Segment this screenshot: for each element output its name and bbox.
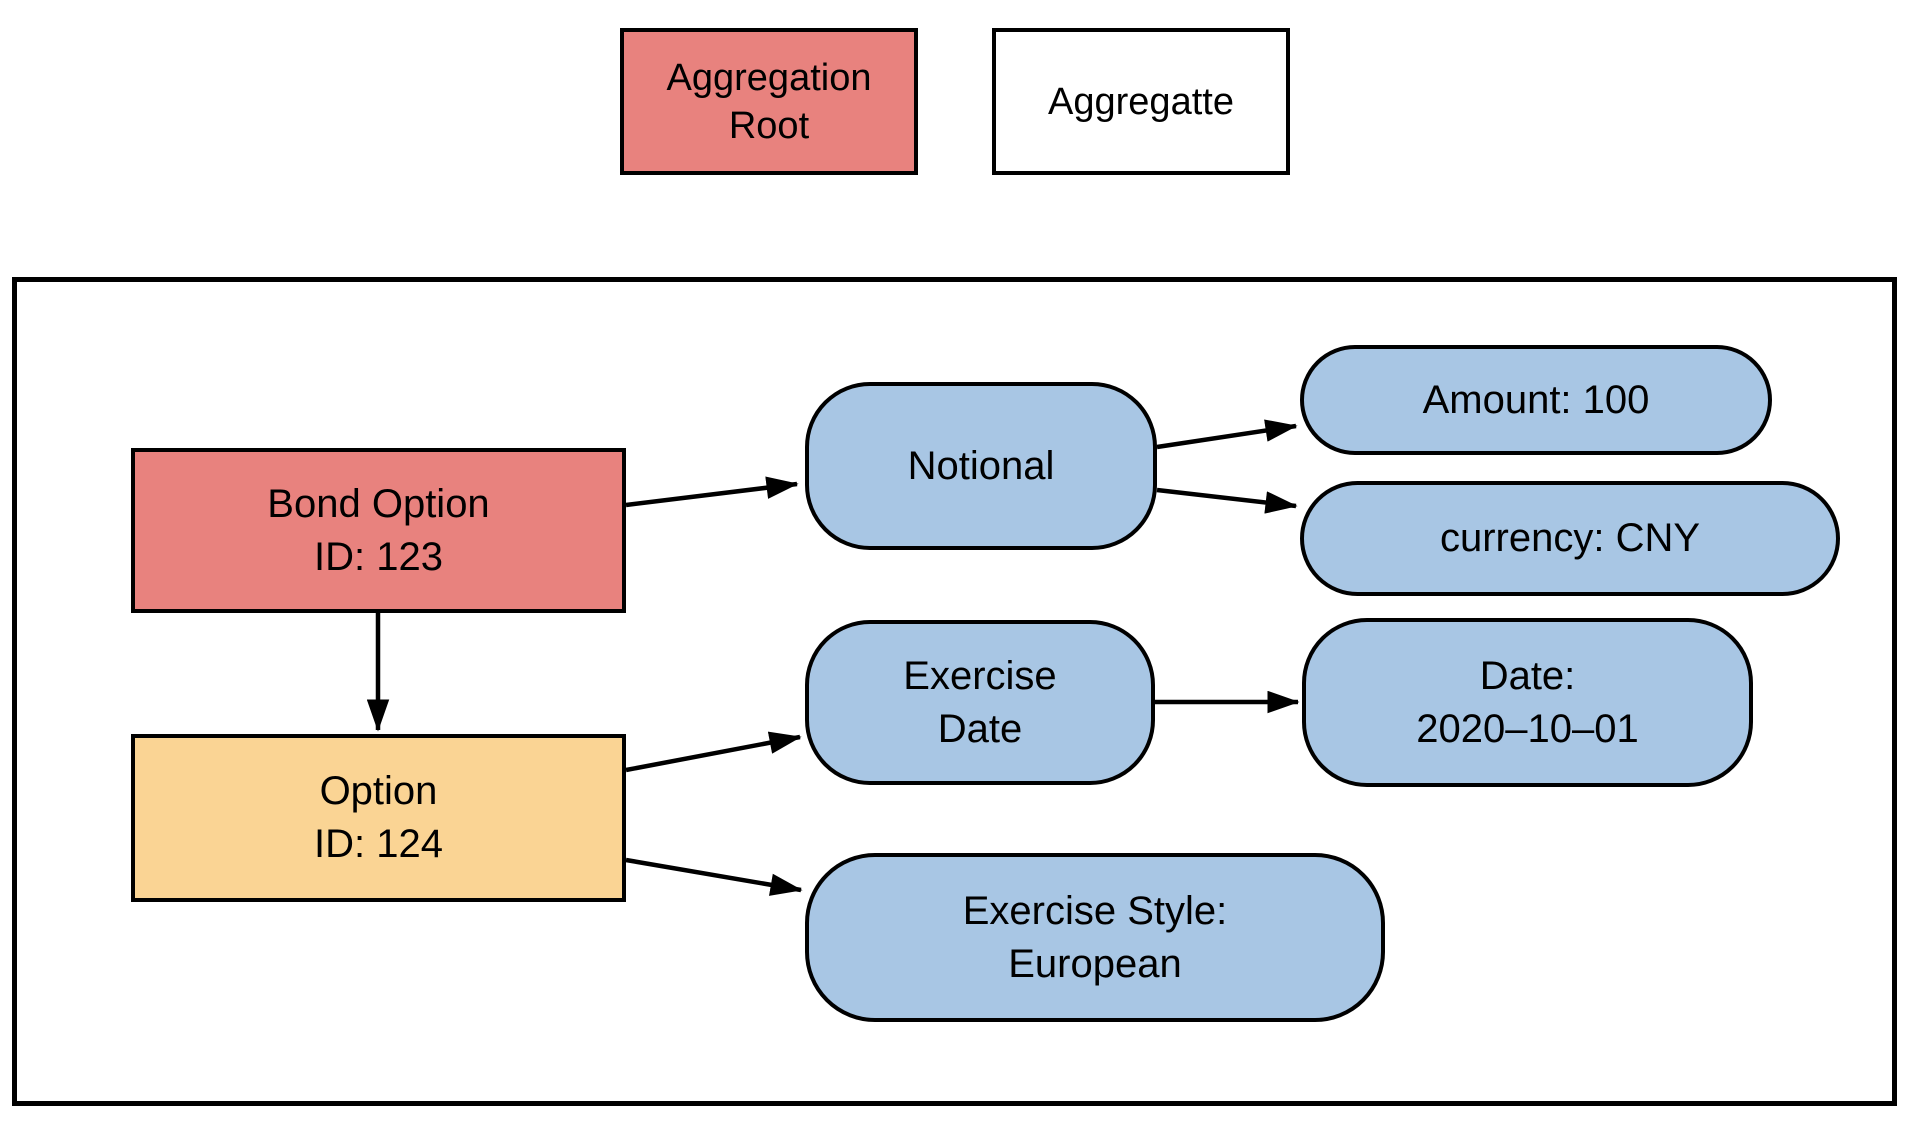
legend-aggregate: Aggregatte xyxy=(992,28,1290,175)
legend-aggregation-root-label-line2: Root xyxy=(728,104,810,147)
node-currency: currency: CNY xyxy=(1300,481,1840,596)
node-option-title: Option xyxy=(319,769,438,813)
node-amount: Amount: 100 xyxy=(1300,345,1772,455)
node-bond-option-title: Bond Option xyxy=(267,481,490,526)
legend-aggregation-root-label-line1: Aggregation xyxy=(666,56,872,99)
legend-aggregation-root: Aggregation Root xyxy=(620,28,918,175)
node-date: Date: 2020–10–01 xyxy=(1302,618,1753,787)
node-currency-label: currency: CNY xyxy=(1439,516,1701,560)
node-date-line2: 2020–10–01 xyxy=(1416,706,1639,751)
node-exercise-date-line2: Date xyxy=(937,706,1023,751)
node-bond-option: Bond Option ID: 123 xyxy=(131,448,626,613)
node-option-id: ID: 124 xyxy=(314,822,443,866)
node-exercise-date: Exercise Date xyxy=(805,620,1155,785)
node-option: Option ID: 124 xyxy=(131,734,626,902)
node-notional: Notional xyxy=(805,382,1157,550)
node-date-line1: Date: xyxy=(1479,653,1576,698)
node-amount-label: Amount: 100 xyxy=(1422,377,1650,422)
node-exercise-date-line1: Exercise xyxy=(903,653,1057,698)
node-exercise-style-line2: European xyxy=(1008,941,1182,986)
node-exercise-style-line1: Exercise Style: xyxy=(962,888,1228,933)
legend-aggregate-label: Aggregatte xyxy=(1048,80,1234,123)
node-notional-label: Notional xyxy=(907,443,1055,488)
node-exercise-style: Exercise Style: European xyxy=(805,853,1385,1022)
node-bond-option-id: ID: 123 xyxy=(314,534,443,579)
